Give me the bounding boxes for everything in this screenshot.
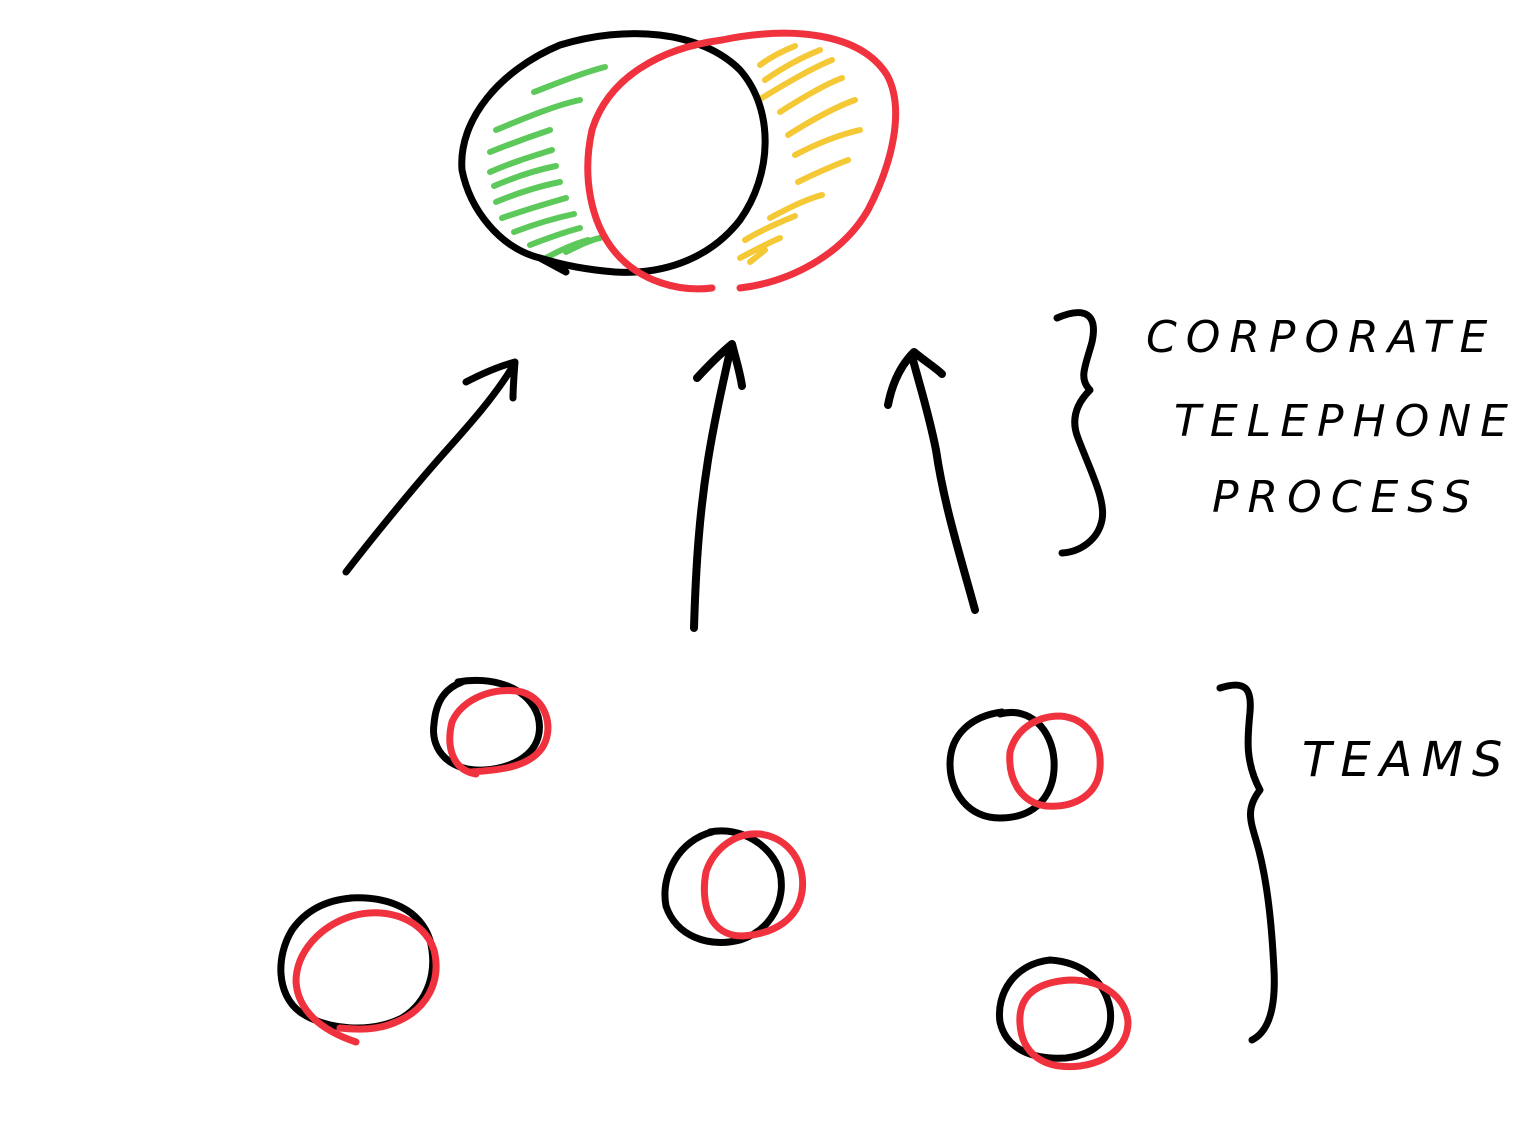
red-oval — [584, 29, 900, 293]
team-pair-5 — [995, 956, 1132, 1071]
team-pair-2 — [946, 708, 1104, 822]
corporate-venn — [458, 29, 900, 293]
corporate-process-label-line2: TELEPHONE — [1174, 396, 1517, 447]
corporate-brace — [1053, 309, 1107, 557]
green-hatching — [487, 64, 608, 261]
teams-label: TEAMS — [1302, 732, 1512, 788]
corporate-process-label-line1: CORPORATE — [1146, 312, 1497, 363]
arrow-middle — [690, 340, 746, 632]
arrow-right — [884, 348, 979, 614]
yellow-hatching — [737, 43, 863, 265]
arrow-left — [342, 358, 519, 576]
team-pair-3 — [661, 827, 807, 946]
team-pair-4 — [277, 894, 440, 1046]
team-pair-1 — [430, 676, 552, 778]
corporate-process-label-line3: PROCESS — [1212, 472, 1480, 523]
teams-brace — [1216, 681, 1278, 1044]
black-oval — [458, 30, 769, 276]
